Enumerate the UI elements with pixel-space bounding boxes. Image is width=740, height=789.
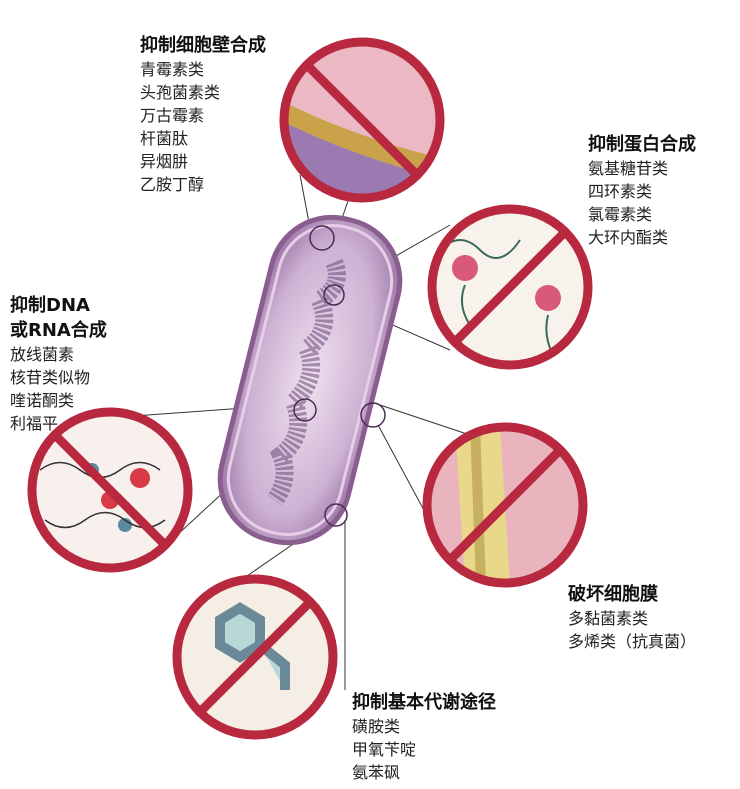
bacterium-cell xyxy=(217,214,403,546)
bacterium-target-markers xyxy=(293,225,386,527)
cell-membrane-disruption-icon xyxy=(422,422,588,588)
protein-title: 抑制蛋白合成 xyxy=(588,134,696,155)
drug-item: 异烟肼 xyxy=(140,152,189,171)
drug-item: 喹诺酮类 xyxy=(10,391,75,410)
drug-item: 核苷类似物 xyxy=(10,368,91,387)
drug-item: 大环内酯类 xyxy=(588,228,669,247)
nucleic-acid-label: 抑制DNA 或RNA合成 放线菌素 核苷类似物 喹诺酮类 利福平 xyxy=(10,293,107,435)
protein-synthesis-prohibited-icon xyxy=(427,204,593,370)
drug-item: 磺胺类 xyxy=(352,717,401,736)
drug-item: 氨苯砜 xyxy=(352,763,401,782)
drug-item: 万古霉素 xyxy=(140,106,205,125)
dna-rna-synthesis-prohibited-icon xyxy=(27,407,193,573)
drug-item: 甲氧苄啶 xyxy=(352,740,417,759)
nucleic-acid-title-line1: 抑制DNA xyxy=(10,295,90,316)
cell-wall-prohibited-icon xyxy=(279,37,445,203)
metabolic-pathway-prohibited-icon xyxy=(172,574,338,740)
drug-item: 四环素类 xyxy=(588,182,653,201)
cell-wall-label: 抑制细胞壁合成 青霉素类 头孢菌素类 万古霉素 杆菌肽 异烟肼 乙胺丁醇 xyxy=(140,33,266,196)
membrane-label: 破坏细胞膜 多黏菌素类 多烯类（抗真菌） xyxy=(568,582,696,653)
drug-item: 利福平 xyxy=(10,414,59,433)
drug-item: 氯霉素类 xyxy=(588,205,653,224)
metabolism-title: 抑制基本代谢途径 xyxy=(352,692,496,713)
drug-item: 杆菌肽 xyxy=(140,129,189,148)
drug-item: 青霉素类 xyxy=(140,60,205,79)
drug-item: 放线菌素 xyxy=(10,345,75,364)
drug-item: 氨基糖苷类 xyxy=(588,159,669,178)
nucleic-acid-title-line2: 或RNA合成 xyxy=(10,320,107,341)
membrane-title: 破坏细胞膜 xyxy=(568,584,658,605)
drug-item: 乙胺丁醇 xyxy=(140,175,205,194)
drug-item: 多烯类（抗真菌） xyxy=(568,632,697,651)
metabolism-label: 抑制基本代谢途径 磺胺类 甲氧苄啶 氨苯砜 xyxy=(352,690,496,784)
drug-item: 多黏菌素类 xyxy=(568,609,649,628)
cell-wall-title: 抑制细胞壁合成 xyxy=(140,35,266,56)
drug-item: 头孢菌素类 xyxy=(140,83,221,102)
protein-label: 抑制蛋白合成 氨基糖苷类 四环素类 氯霉素类 大环内酯类 xyxy=(588,132,696,249)
